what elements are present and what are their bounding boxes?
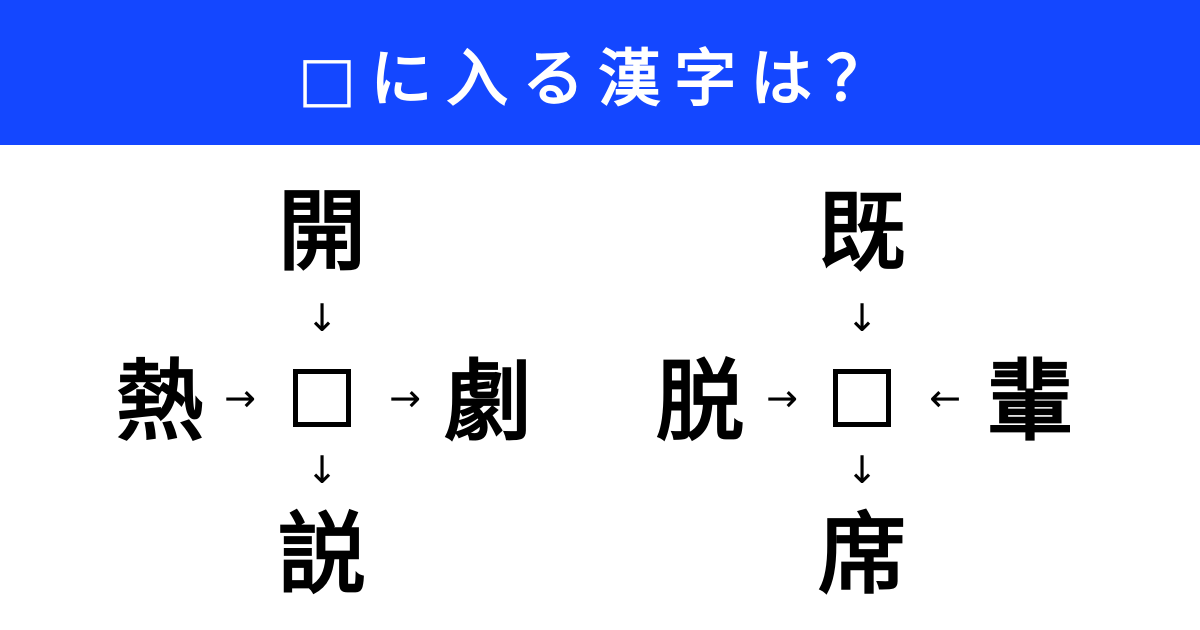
kanji-bottom: 席 (817, 503, 907, 606)
kanji-left: 脱 (655, 350, 745, 453)
header-banner: □に入る漢字は？ (0, 0, 1200, 145)
arrow-down-icon: ↓ (846, 448, 878, 492)
answer-box (833, 369, 891, 427)
answer-box (293, 369, 351, 427)
arrow-down-icon: ↓ (306, 296, 338, 340)
page-title: □に入る漢字は？ (297, 41, 903, 115)
kanji-bottom: 説 (277, 503, 367, 606)
arrow-down-icon: ↓ (846, 296, 878, 340)
kanji-right: 劇 (443, 350, 533, 453)
kanji-right: 輩 (985, 350, 1075, 453)
kanji-top: 既 (817, 180, 907, 283)
arrow-right-icon: → (224, 376, 256, 420)
arrow-left-icon: ← (929, 376, 961, 420)
arrow-down-icon: ↓ (306, 448, 338, 492)
kanji-left: 熱 (115, 350, 205, 453)
arrow-right-icon: → (389, 376, 421, 420)
kanji-top: 開 (277, 180, 367, 283)
arrow-right-icon: → (766, 376, 798, 420)
